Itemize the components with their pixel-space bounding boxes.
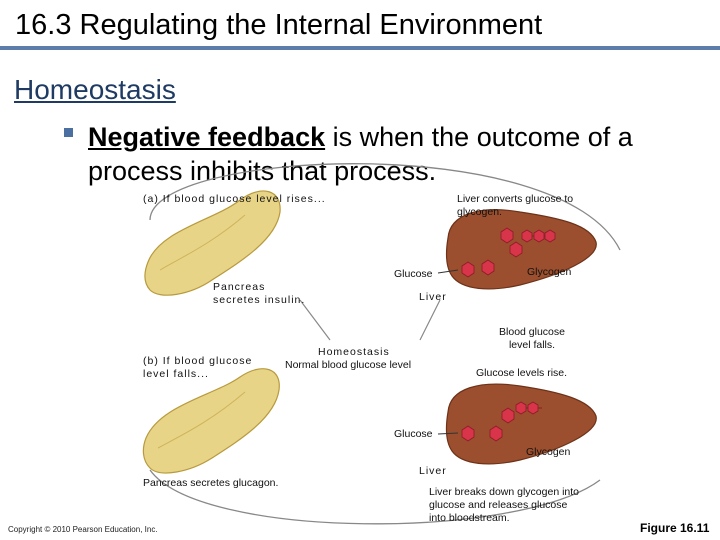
label-liver-breaks-down: Liver breaks down glycogen into glucose … [429, 486, 584, 525]
label-glucose-levels-rise: Glucose levels rise. [476, 367, 567, 380]
figure-number: Figure 16.11 [640, 521, 709, 535]
label-blood-glucose-falls: Blood glucose level falls. [492, 326, 572, 352]
label-glucose-bottom: Glucose [394, 428, 433, 441]
copyright-notice: Copyright © 2010 Pearson Education, Inc. [8, 525, 158, 534]
label-liver-bottom: Liver [419, 465, 447, 478]
homeostasis-sublabel: Normal blood glucose level [285, 359, 411, 372]
label-glycogen-top: Glycogen [527, 266, 571, 279]
label-liver-converts: Liver converts glucose to glycogen. [457, 193, 587, 219]
liver-bottom-illustration [447, 384, 597, 464]
label-pancreas-glucagon: Pancreas secretes glucagon. [143, 477, 278, 490]
label-b: (b) If blood glucose level falls... [143, 355, 263, 381]
pancreas-top-illustration [145, 191, 280, 295]
label-pancreas-insulin: Pancreas secretes insulin. [213, 281, 308, 307]
homeostasis-label: Homeostasis [318, 346, 390, 359]
connector-line [420, 300, 440, 340]
glycogen-chain-top [522, 230, 555, 242]
label-glycogen-bottom: Glycogen [526, 446, 570, 459]
label-a: (a) If blood glucose level rises... [143, 193, 326, 206]
pancreas-bottom-illustration [143, 369, 279, 473]
label-glucose-top: Glucose [394, 268, 433, 281]
label-liver-top: Liver [419, 291, 447, 304]
